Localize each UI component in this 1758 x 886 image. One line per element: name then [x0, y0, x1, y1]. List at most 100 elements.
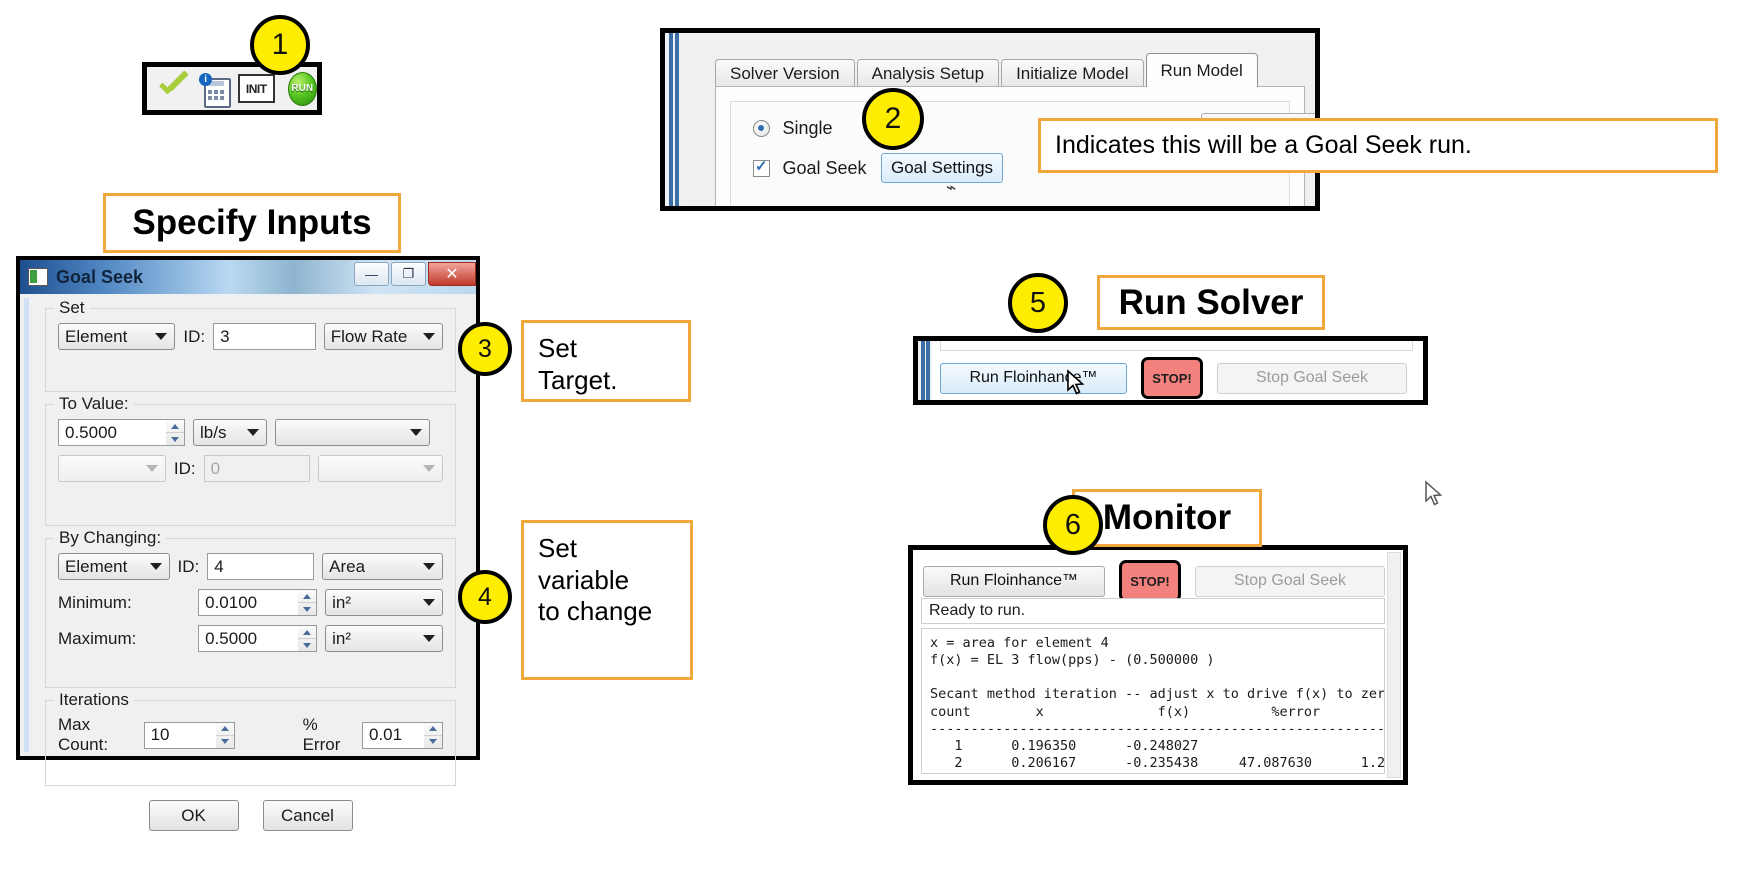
cancel-button[interactable]: Cancel — [262, 800, 353, 831]
max-count-label: Max Count: — [58, 715, 109, 754]
minimum-stepper[interactable] — [298, 589, 318, 616]
to-value-second-id-input[interactable]: 0 — [203, 455, 310, 482]
run-floinhance-label: Run Floinhance™ — [969, 369, 1098, 386]
goal-seek-label: Goal Seek — [782, 158, 867, 178]
callout-goal-seek-note-text: Indicates this will be a Goal Seek run. — [1055, 131, 1472, 159]
percent-error-input[interactable]: 0.01 — [362, 721, 424, 749]
chevron-down-icon — [423, 563, 436, 570]
stop-goal-seek-button[interactable]: Stop Goal Seek — [1217, 362, 1407, 394]
to-value-group: To Value: 0.5000 lb/s — [45, 394, 456, 526]
maximum-label: Maximum: — [58, 628, 137, 648]
to-value-units-select[interactable]: lb/s — [193, 419, 267, 446]
init-icon[interactable]: INIT — [237, 74, 275, 103]
callout-specify-inputs-text: Specify Inputs — [132, 203, 372, 242]
run-solver-panel: Run Floinhance™ STOP! Stop Goal Seek — [913, 336, 1428, 405]
tab-initialize-model[interactable]: Initialize Model — [1001, 59, 1144, 87]
callout-monitor-text: Monitor — [1102, 498, 1232, 537]
check-icon[interactable] — [157, 74, 186, 104]
max-count-stepper[interactable] — [215, 721, 235, 749]
step-badge-4: 4 — [458, 570, 512, 624]
arrow-down-icon — [429, 739, 437, 744]
to-value-legend: To Value: — [54, 394, 134, 414]
arrow-up-icon — [220, 726, 229, 731]
run-solver-buttons: Run Floinhance™ STOP! Stop Goal Seek — [940, 357, 1407, 399]
single-label: Single — [782, 118, 833, 138]
monitor-stop-goal-seek-button[interactable]: Stop Goal Seek — [1195, 565, 1385, 597]
monitor-panel: Run Floinhance™ STOP! Stop Goal Seek Rea… — [908, 545, 1408, 785]
window-rail — [665, 33, 681, 206]
mouse-cursor-icon — [1067, 369, 1085, 395]
by-changing-parameter: Area — [329, 556, 366, 576]
to-value-stepper[interactable] — [166, 419, 185, 446]
window-rail — [918, 341, 932, 400]
dialog-buttons: OK Cancel — [45, 800, 456, 831]
monitor-run-label: Run Floinhance™ — [949, 572, 1079, 589]
desktop-mouse-cursor-icon — [1425, 480, 1443, 506]
by-changing-id-input[interactable]: 4 — [207, 553, 315, 580]
to-value-extra-select[interactable] — [275, 419, 430, 446]
set-parameter-select[interactable]: Flow Rate — [323, 323, 443, 350]
maximum-units-select[interactable]: in² — [325, 625, 443, 652]
vertical-scrollbar[interactable] — [1387, 552, 1401, 778]
monitor-output[interactable]: x = area for element 4 f(x) = EL 3 flow(… — [921, 628, 1385, 774]
set-object-type-select[interactable]: Element — [58, 323, 176, 350]
goal-settings-button[interactable]: Goal Settings — [881, 153, 1004, 183]
step-badge-3: 3 — [458, 322, 512, 376]
maximum-value: 0.5000 — [205, 628, 258, 648]
goal-seek-body: Set Element ID: 3 Flow Rate To Value: — [24, 298, 472, 831]
maximum-stepper[interactable] — [298, 625, 318, 652]
calculator-info-icon[interactable]: i — [199, 72, 232, 108]
callout-specify-inputs: Specify Inputs — [103, 193, 401, 253]
chevron-down-icon — [423, 333, 435, 340]
set-id-input[interactable]: 3 — [213, 323, 316, 350]
by-changing-parameter-select[interactable]: Area — [322, 553, 444, 580]
callout-run-solver: Run Solver — [1097, 275, 1325, 330]
to-value-second-type-select[interactable] — [58, 455, 166, 482]
by-changing-id-value: 4 — [214, 556, 224, 576]
arrow-down-icon — [220, 739, 229, 744]
minimum-units-select[interactable]: in² — [325, 589, 443, 616]
goal-seek-title: Goal Seek — [56, 266, 144, 287]
callout-set-variable: Set variable to change — [521, 520, 693, 680]
stop-button[interactable]: STOP! — [1141, 357, 1203, 399]
close-button[interactable]: ✕ — [428, 262, 476, 286]
to-value-input[interactable]: 0.5000 — [58, 419, 166, 446]
goal-seek-titlebar: Goal Seek — ❐ ✕ — [20, 260, 476, 294]
arrow-up-icon — [303, 593, 312, 599]
run-icon[interactable]: RUN — [287, 71, 317, 106]
step-badge-5: 5 — [1008, 273, 1068, 333]
by-changing-legend: By Changing: — [54, 528, 167, 548]
to-value-units: lb/s — [200, 422, 227, 442]
monitor-stop-button[interactable]: STOP! — [1119, 560, 1181, 602]
tab-solver-version[interactable]: Solver Version — [715, 59, 855, 87]
step-badge-2: 2 — [862, 88, 924, 150]
set-object-type-value: Element — [65, 326, 128, 346]
single-radio[interactable] — [753, 120, 770, 137]
percent-error-stepper[interactable] — [424, 721, 443, 749]
by-changing-object-type-select[interactable]: Element — [58, 553, 170, 580]
to-value-second-param-select[interactable] — [317, 455, 443, 482]
max-count-input[interactable]: 10 — [143, 721, 216, 749]
run-floinhance-button[interactable]: Run Floinhance™ — [940, 362, 1127, 394]
monitor-run-floinhance-button[interactable]: Run Floinhance™ — [923, 565, 1105, 597]
monitor-buttons: Run Floinhance™ STOP! Stop Goal Seek — [923, 560, 1385, 602]
percent-error-value: 0.01 — [369, 725, 403, 744]
arrow-up-icon — [429, 726, 437, 731]
goal-seek-row[interactable]: Goal Seek — [753, 157, 867, 179]
single-radio-row[interactable]: Single — [753, 118, 833, 139]
set-parameter-value: Flow Rate — [330, 326, 408, 346]
maximum-input[interactable]: 0.5000 — [198, 625, 299, 652]
minimum-input[interactable]: 0.0100 — [198, 589, 299, 616]
maximize-button[interactable]: ❐ — [391, 262, 426, 286]
tab-run-model[interactable]: Run Model — [1145, 53, 1258, 87]
tab-analysis-setup[interactable]: Analysis Setup — [856, 59, 1000, 87]
chevron-down-icon — [149, 563, 162, 570]
by-changing-id-label: ID: — [177, 556, 200, 576]
by-changing-group: By Changing: Element ID: 4 Area Minimum: — [45, 528, 456, 688]
output-row: 2 0.206167 -0.235438 47.087630 1.282311 … — [954, 754, 1385, 771]
goal-seek-checkbox[interactable] — [753, 157, 770, 177]
chevron-down-icon — [145, 465, 158, 472]
ok-button[interactable]: OK — [148, 800, 239, 831]
minimize-button[interactable]: — — [354, 262, 389, 286]
stop-goal-seek-label: Stop Goal Seek — [1255, 369, 1369, 386]
